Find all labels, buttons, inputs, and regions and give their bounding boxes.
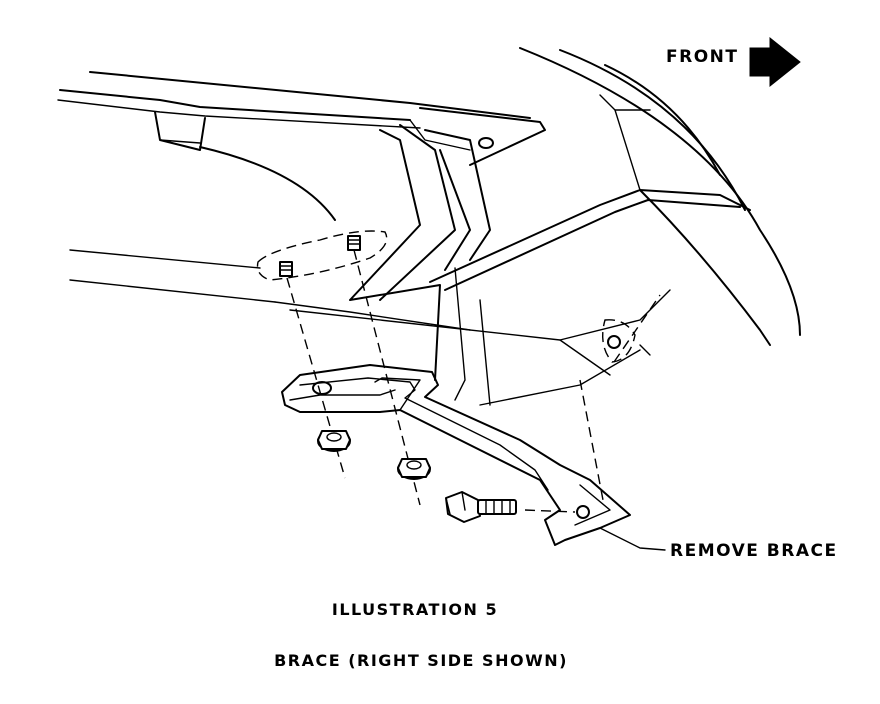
hex-bolt bbox=[445, 491, 517, 523]
remove-brace-leader bbox=[599, 527, 666, 551]
apron-studs bbox=[256, 230, 651, 363]
fender-wheelhouse bbox=[429, 47, 801, 406]
flange-nut-right bbox=[397, 458, 431, 480]
inner-pillar bbox=[274, 124, 611, 406]
flange-nut-left bbox=[317, 430, 351, 452]
remove-brace-label: REMOVE BRACE bbox=[670, 541, 838, 561]
stud-left bbox=[279, 261, 293, 277]
caption-title: BRACE (RIGHT SIDE SHOWN) bbox=[274, 651, 568, 670]
brace bbox=[281, 364, 631, 546]
stud-right bbox=[347, 235, 361, 251]
fender-stud bbox=[602, 319, 651, 363]
caption-illustration-number: ILLUSTRATION 5 bbox=[332, 600, 498, 619]
front-arrow-icon bbox=[749, 36, 801, 88]
frame-rail bbox=[57, 71, 546, 303]
front-label: FRONT bbox=[666, 47, 738, 67]
alignment-lines bbox=[286, 249, 661, 513]
